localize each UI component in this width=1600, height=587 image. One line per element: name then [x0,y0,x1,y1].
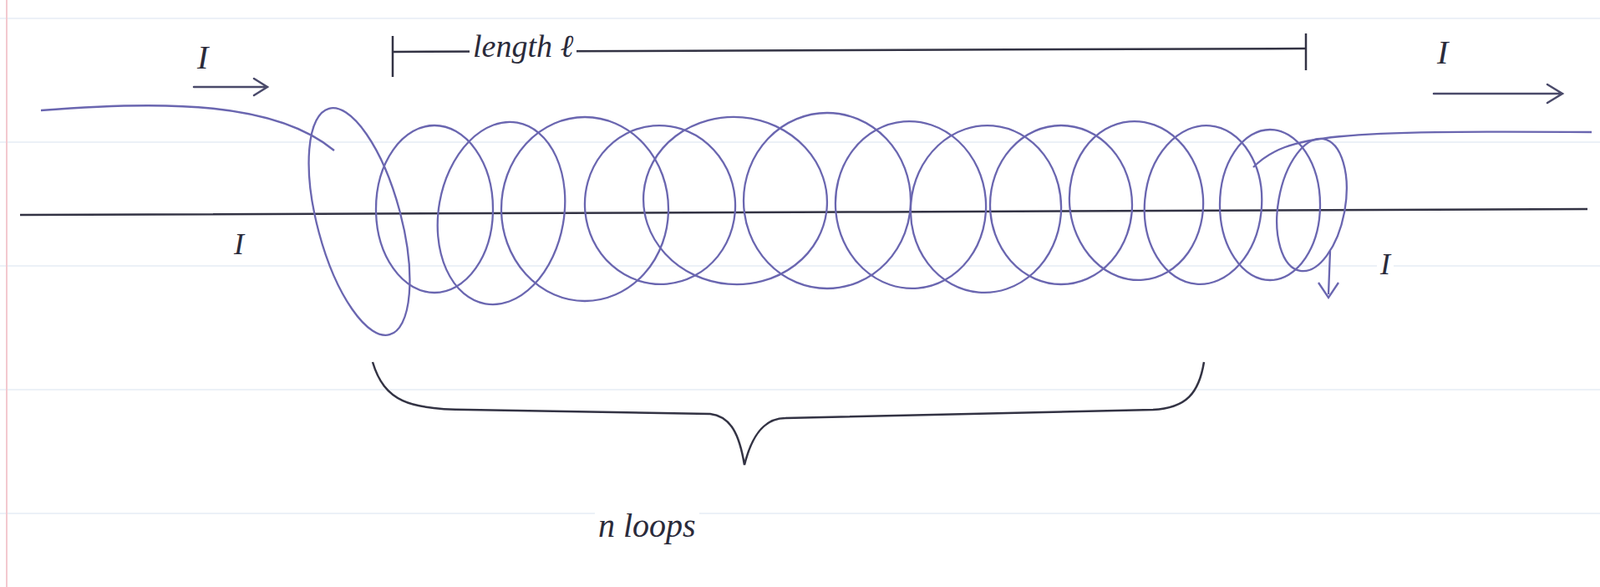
margin-line [5,0,8,587]
coil-loop [1137,120,1269,289]
coil-loop [1062,115,1210,285]
coil-lead [40,105,335,151]
coil [40,97,1592,346]
current-label: I [230,227,248,262]
current-arrow [1433,84,1563,103]
coil-loop [636,109,835,292]
brace [372,361,1204,465]
ruled-line [0,264,1600,267]
ruled-lines [0,18,1600,514]
ruled-line [0,17,1600,20]
coil-loop [1219,129,1321,280]
dimension-tick [1305,33,1308,71]
coil-loop [1267,132,1357,276]
straight-wire [20,208,1588,215]
ruled-line [0,388,1600,391]
length-label: length ℓ [469,28,577,66]
coil-loop [375,125,493,293]
coil-end-arrow [1318,250,1339,298]
current-label: I [1433,33,1452,72]
coil-loop [578,119,742,291]
coil-loop [743,112,911,289]
current-label: I [1376,247,1394,282]
ruled-line [0,512,1600,514]
current-arrow [193,78,268,96]
current-arrows [193,78,1563,103]
coil-loop [990,125,1133,285]
loop-count-label: n loops [594,506,700,545]
coil-loop [904,119,1069,300]
current-label: I [193,38,212,77]
dimension-tick [391,35,395,77]
